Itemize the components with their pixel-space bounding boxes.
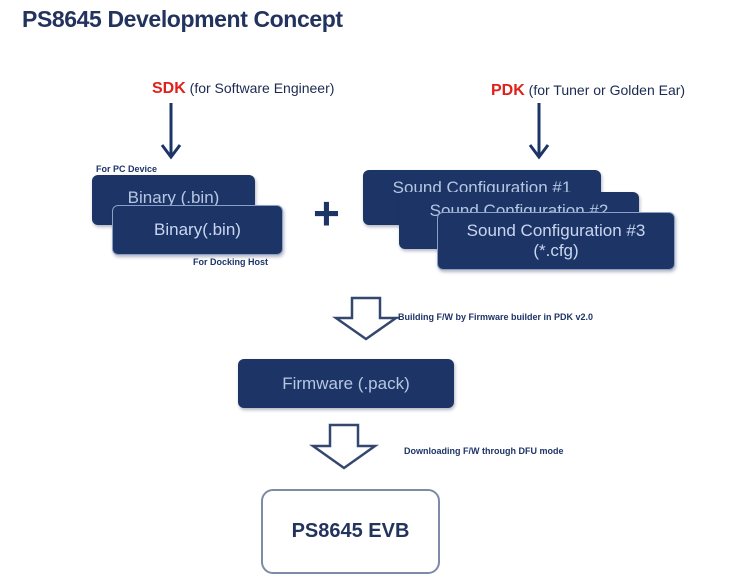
build-arrow	[332, 296, 400, 341]
sdk-label: SDK (for Software Engineer)	[152, 80, 334, 98]
sdk-description: (for Software Engineer)	[189, 80, 335, 96]
pdk-label: PDK (for Tuner or Golden Ear)	[491, 82, 685, 100]
sdk-down-arrow	[160, 103, 182, 160]
pdk-key: PDK	[491, 82, 525, 99]
download-step-label: Downloading F/W through DFU mode	[404, 446, 564, 456]
note-docking-host: For Docking Host	[193, 257, 269, 267]
sound-config-3: Sound Configuration #3 (*.cfg)	[437, 212, 675, 270]
page-title: PS8645 Development Concept	[22, 6, 343, 32]
pdk-down-arrow	[528, 103, 550, 160]
sound-config-3-label: Sound Configuration #3	[466, 221, 646, 240]
binary-box-docking: Binary(.bin)	[112, 205, 283, 255]
build-step-label: Building F/W by Firmware builder in PDK …	[398, 312, 594, 322]
pdk-description: (for Tuner or Golden Ear)	[528, 82, 686, 98]
note-pc-device: For PC Device	[96, 164, 158, 174]
sdk-key: SDK	[152, 80, 186, 97]
download-arrow	[309, 423, 379, 470]
evb-box: PS8645 EVB	[261, 489, 440, 574]
plus-sign: +	[313, 187, 340, 239]
sound-config-3-extension: (*.cfg)	[533, 241, 579, 260]
firmware-box: Firmware (.pack)	[238, 359, 454, 408]
